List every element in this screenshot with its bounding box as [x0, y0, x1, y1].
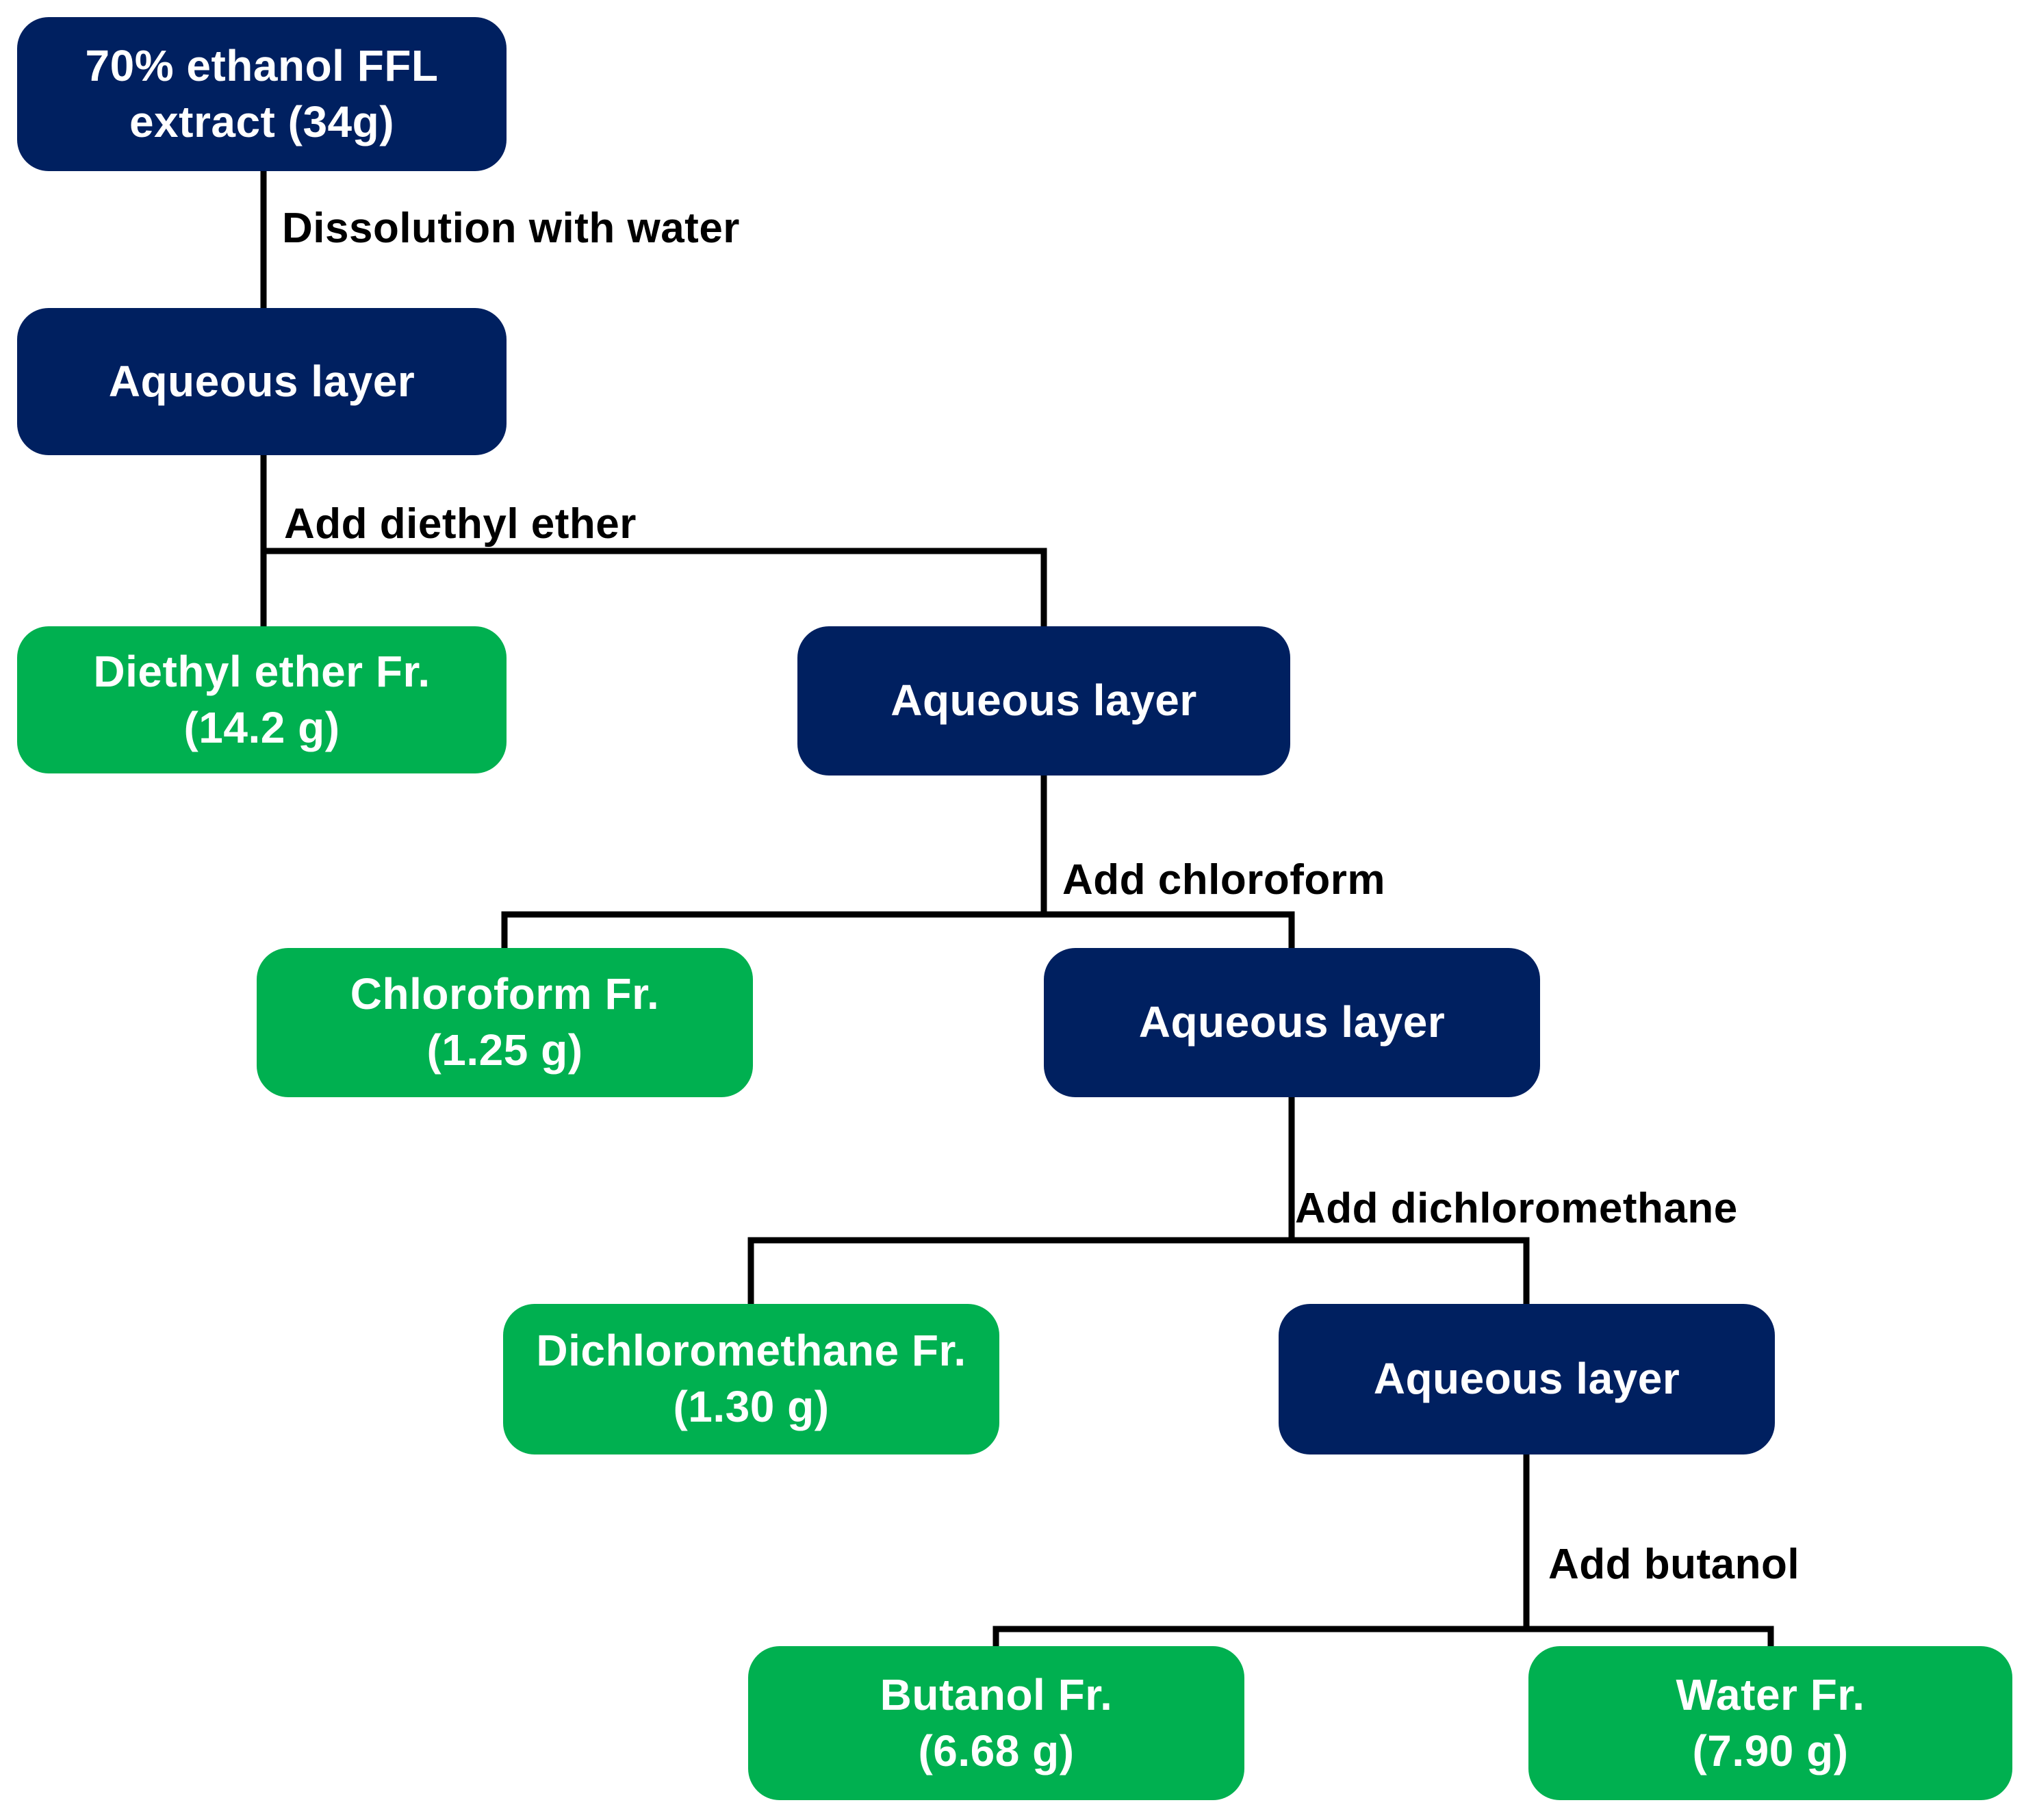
- node-chloroform-fraction-line1: Chloroform Fr.: [350, 966, 659, 1023]
- step-label-dissolution-with-water: Dissolution with water: [282, 204, 740, 253]
- node-water-fraction-line2: (7.90 g): [1692, 1723, 1848, 1780]
- node-butanol-fraction-line2: (6.68 g): [918, 1723, 1074, 1780]
- node-aqueous-layer-4: Aqueous layer: [1279, 1304, 1775, 1454]
- step-label-add-butanol: Add butanol: [1548, 1540, 1799, 1589]
- connector-chloroform-branch: [504, 914, 1292, 949]
- node-dichloromethane-fraction-line1: Dichloromethane Fr.: [536, 1323, 966, 1379]
- step-label-add-diethyl-ether: Add diethyl ether: [284, 500, 637, 548]
- node-dichloromethane-fraction-line2: (1.30 g): [673, 1379, 829, 1435]
- connector-dichloromethane-branch: [751, 1240, 1526, 1305]
- node-butanol-fraction: Butanol Fr. (6.68 g): [748, 1646, 1244, 1800]
- node-aqueous-layer-4-label: Aqueous layer: [1374, 1351, 1680, 1407]
- node-aqueous-layer-1: Aqueous layer: [17, 308, 507, 455]
- node-diethyl-ether-fraction-line1: Diethyl ether Fr.: [93, 644, 430, 700]
- node-aqueous-layer-2-label: Aqueous layer: [891, 673, 1197, 729]
- connector-butanol-branch: [996, 1629, 1771, 1648]
- step-label-add-dichloromethane: Add dichloromethane: [1295, 1184, 1738, 1233]
- node-aqueous-layer-2: Aqueous layer: [797, 626, 1290, 776]
- node-diethyl-ether-fraction-line2: (14.2 g): [183, 700, 340, 756]
- node-water-fraction-line1: Water Fr.: [1676, 1667, 1865, 1723]
- node-aqueous-layer-1-label: Aqueous layer: [109, 354, 415, 410]
- node-dichloromethane-fraction: Dichloromethane Fr. (1.30 g): [503, 1304, 999, 1454]
- node-ethanol-extract-line1: 70% ethanol FFL: [86, 38, 439, 94]
- step-label-add-chloroform: Add chloroform: [1062, 856, 1385, 904]
- node-diethyl-ether-fraction: Diethyl ether Fr. (14.2 g): [17, 626, 507, 773]
- node-chloroform-fraction-line2: (1.25 g): [426, 1023, 582, 1079]
- node-chloroform-fraction: Chloroform Fr. (1.25 g): [257, 948, 753, 1097]
- node-ethanol-extract-line2: extract (34g): [129, 94, 394, 151]
- node-butanol-fraction-line1: Butanol Fr.: [880, 1667, 1113, 1723]
- node-aqueous-layer-3-label: Aqueous layer: [1139, 995, 1446, 1051]
- node-water-fraction: Water Fr. (7.90 g): [1528, 1646, 2012, 1800]
- node-ethanol-extract: 70% ethanol FFL extract (34g): [17, 17, 507, 171]
- node-aqueous-layer-3: Aqueous layer: [1044, 948, 1540, 1097]
- connector-diethyl-branch: [264, 551, 1044, 628]
